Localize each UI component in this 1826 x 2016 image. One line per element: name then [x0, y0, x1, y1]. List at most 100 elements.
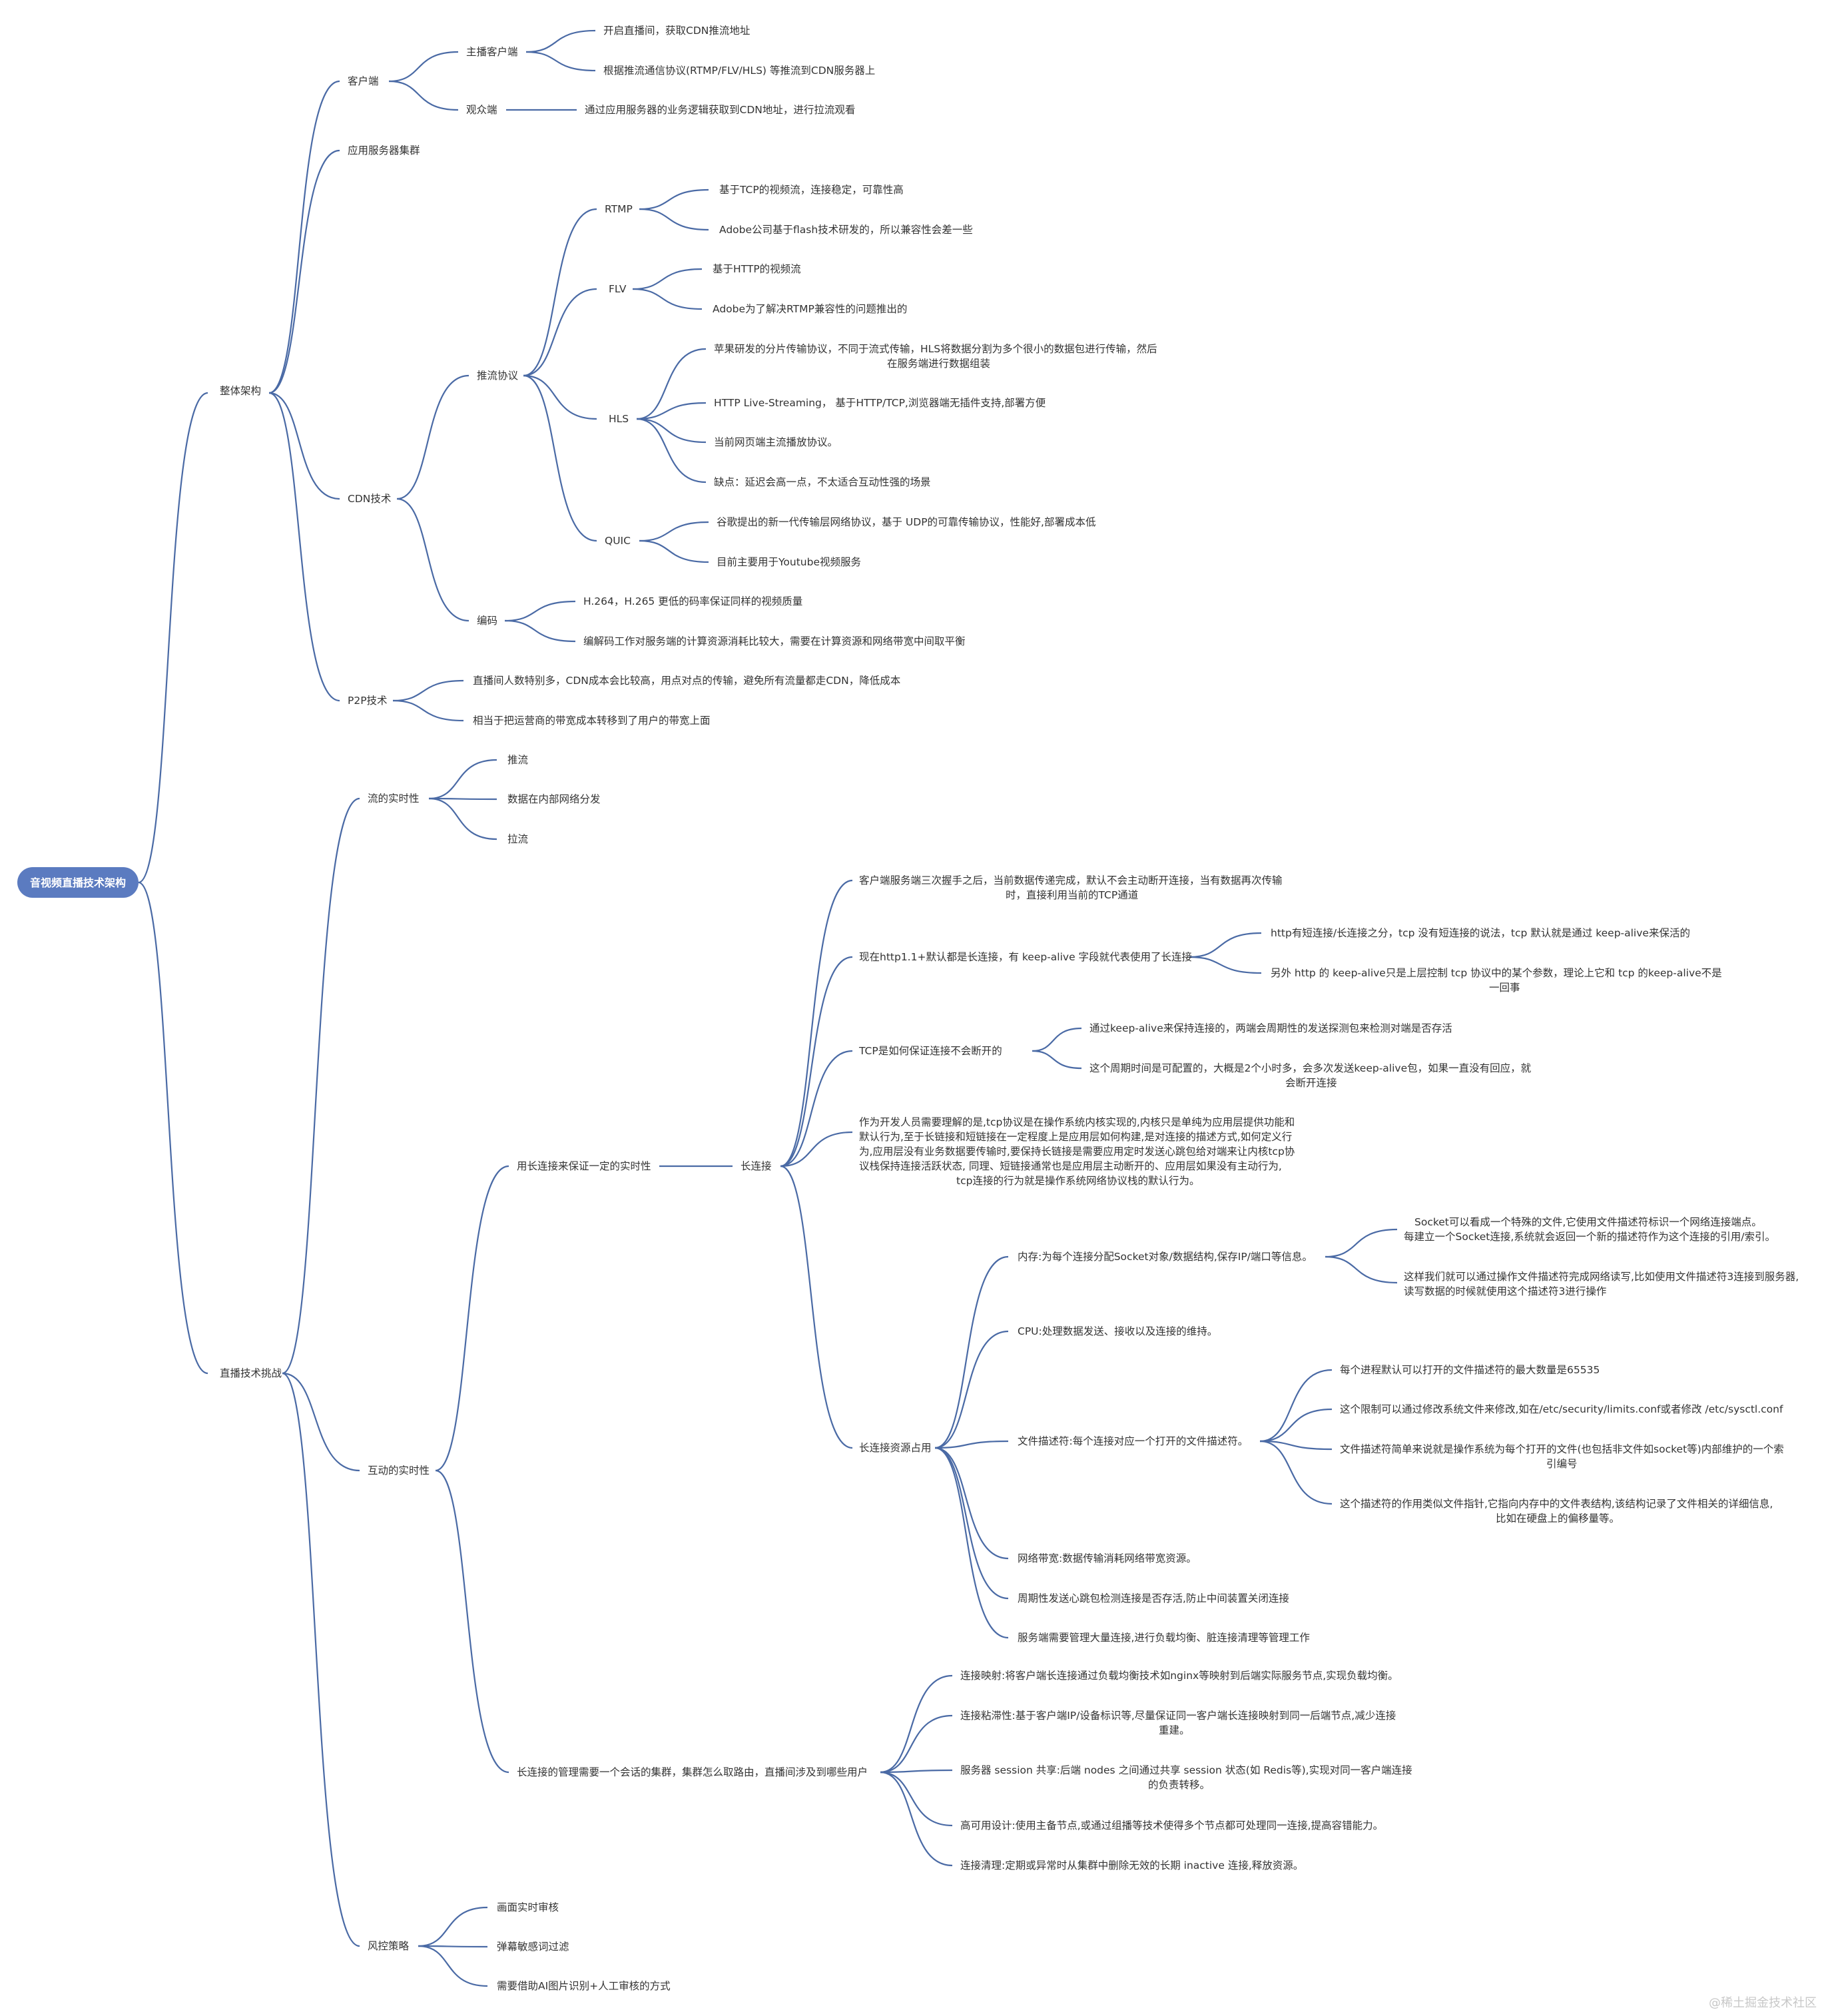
node-client[interactable]: 客户端 — [348, 75, 379, 87]
connector — [1259, 1408, 1333, 1443]
node-mgmt[interactable]: 长连接的管理需要一个会话的集群，集群怎么取路由，直播间涉及到哪些用户 — [517, 1766, 868, 1778]
node-viewer-1[interactable]: 通过应用服务器的业务逻辑获取到CDN地址，进行拉流观看 — [585, 103, 855, 116]
node-res-fd-3b[interactable]: 引编号 — [1546, 1458, 1578, 1470]
node-srt-1[interactable]: 推流 — [507, 754, 528, 766]
connector — [282, 1372, 360, 1472]
node-res-fd-3a[interactable]: 文件描述符简单来说就是操作系统为每个打开的文件(也包括非文件如socket等)内… — [1340, 1443, 1784, 1455]
node-srt-3[interactable]: 拉流 — [507, 833, 528, 845]
node-quic-2[interactable]: 目前主要用于Youtube视频服务 — [717, 556, 861, 568]
node-mgmt-3b[interactable]: 的负责转移。 — [1148, 1779, 1210, 1791]
node-rtmp-2[interactable]: Adobe公司基于flash技术研发的，所以兼容性会差一些 — [719, 224, 973, 236]
node-longconn[interactable]: 长连接 — [741, 1160, 772, 1172]
node-lc-3-1[interactable]: 通过keep-alive来保持连接的，两端会周期性的发送探测包来检测对端是否存活 — [1089, 1022, 1452, 1034]
connector — [435, 1165, 509, 1472]
node-anchor-1[interactable]: 开启直播间，获取CDN推流地址 — [603, 25, 750, 37]
node-risk-3[interactable]: 需要借助AI图片识别+人工审核的方式 — [497, 1980, 671, 1992]
node-viewer[interactable]: 观众端 — [466, 104, 497, 116]
node-codec-2[interactable]: 编解码工作对服务端的计算资源消耗比较大，需要在计算资源和网络带宽中间取平衡 — [583, 635, 966, 647]
node-p2p-2[interactable]: 相当于把运营商的带宽成本转移到了用户的带宽上面 — [473, 715, 711, 727]
node-codec-1[interactable]: H.264，H.265 更低的码率保证同样的视频质量 — [583, 595, 802, 607]
node-res-fd-2[interactable]: 这个限制可以通过修改系统文件来修改,如在/etc/security/limits… — [1340, 1403, 1783, 1415]
node-stream-rt[interactable]: 流的实时性 — [368, 793, 420, 805]
node-rtmp-1[interactable]: 基于TCP的视频流，连接稳定，可靠性高 — [719, 184, 904, 196]
node-res-fd-4b[interactable]: 比如在硬盘上的偏移量等。 — [1496, 1512, 1620, 1524]
node-res-mem-1a[interactable]: Socket可以看成一个特殊的文件,它使用文件描述符标识一个网络连接端点。 — [1414, 1216, 1762, 1228]
node-lc-1b[interactable]: 时，直接利用当前的TCP通道 — [1006, 889, 1138, 901]
node-lc-3-2a[interactable]: 这个周期时间是可配置的，大概是2个小时多，会多次发送keep-alive包，如果… — [1089, 1062, 1532, 1074]
node-risk[interactable]: 风控策略 — [368, 1940, 410, 1952]
node-hls-1a[interactable]: 苹果研发的分片传输协议，不同于流式传输，HLS将数据分割为多个很小的数据包进行传… — [714, 343, 1157, 355]
connector — [392, 699, 464, 722]
connector — [934, 1447, 1009, 1639]
node-codec[interactable]: 编码 — [477, 615, 497, 627]
node-hls-3[interactable]: 当前网页端主流播放协议。 — [714, 436, 838, 448]
node-res-mem[interactable]: 内存:为每个连接分配Socket对象/数据结构,保存IP/端口等信息。 — [1018, 1251, 1313, 1263]
node-lc-2-1[interactable]: http有短连接/长连接之分，tcp 没有短连接的说法，tcp 默认就是通过 k… — [1271, 927, 1690, 939]
root-node[interactable] — [17, 867, 139, 898]
node-res-bw[interactable]: 网络带宽:数据传输消耗网络带宽资源。 — [1018, 1552, 1197, 1564]
connector — [523, 288, 597, 377]
node-lc-1a[interactable]: 客户端服务端三次握手之后，当前数据传递完成，默认不会主动断开连接，当有数据再次传… — [859, 874, 1283, 886]
node-lc-3[interactable]: TCP是如何保证连接不会断开的 — [858, 1045, 1002, 1057]
node-lc-2[interactable]: 现在http1.1+默认都是长连接，有 keep-alive 字段就代表使用了长… — [859, 951, 1192, 963]
node-mgmt-2a[interactable]: 连接粘滞性:基于客户端IP/设备标识等,尽量保证同一客户端长连接映射到同一后端节… — [960, 1710, 1396, 1722]
connector — [639, 208, 709, 231]
node-risk-1[interactable]: 画面实时审核 — [497, 1901, 559, 1913]
node-res-fd-4a[interactable]: 这个描述符的作用类似文件指针,它指向内存中的文件表结构,该结构记录了文件相关的详… — [1340, 1498, 1773, 1510]
node-flv[interactable]: FLV — [609, 283, 627, 295]
node-lc-4a[interactable]: 作为开发人员需要理解的是,tcp协议是在操作系统内核实现的,内核只是单纯为应用层… — [859, 1116, 1295, 1128]
connector — [780, 1131, 853, 1168]
node-res-srv[interactable]: 服务端需要管理大量连接,进行负载均衡、脏连接清理等管理工作 — [1018, 1632, 1310, 1644]
connector — [636, 348, 707, 420]
node-inter-rt[interactable]: 互动的实时性 — [368, 1465, 430, 1477]
node-longconn-rt[interactable]: 用长连接来保证一定的实时性 — [517, 1160, 651, 1172]
node-res-hb[interactable]: 周期性发送心跳包检测连接是否存活,防止中间装置关闭连接 — [1018, 1592, 1289, 1604]
node-lc-2-2b[interactable]: 一回事 — [1489, 982, 1520, 994]
node-lc-4e[interactable]: tcp连接的行为就是操作系统网络协议栈的默认行为。 — [956, 1175, 1199, 1187]
node-p2p[interactable]: P2P技术 — [348, 695, 388, 707]
node-push[interactable]: 推流协议 — [477, 370, 519, 382]
node-lc-4b[interactable]: 默认行为,至于长链接和短链接在一定程度上是应用层如何构建,是对连接的描述方式,如… — [859, 1130, 1292, 1143]
node-p2p-1[interactable]: 直播间人数特别多，CDN成本会比较高，用点对点的传输，避免所有流量都走CDN，降… — [473, 675, 900, 687]
connector — [934, 1447, 1009, 1560]
node-srt-2[interactable]: 数据在内部网络分发 — [507, 793, 601, 805]
connector — [636, 418, 707, 484]
node-lc-4c[interactable]: 为,应用层没有业务数据要传输时,要保持长链接是需要应用定时发送心跳包给对端来让内… — [859, 1145, 1295, 1158]
node-mgmt-4[interactable]: 高可用设计:使用主备节点,或通过组播等技术使得多个节点都可处理同一连接,提高容错… — [960, 1820, 1383, 1832]
node-mgmt-2b[interactable]: 重建。 — [1159, 1724, 1190, 1736]
node-hls-4[interactable]: 缺点：延迟会高一点，不太适合互动性强的场景 — [714, 476, 931, 488]
node-res-fd[interactable]: 文件描述符:每个连接对应一个打开的文件描述符。 — [1018, 1435, 1248, 1447]
connector — [504, 619, 576, 643]
node-mgmt-5[interactable]: 连接清理:定期或异常时从集群中删除无效的长期 inactive 连接,释放资源。 — [960, 1859, 1303, 1871]
node-lc-2-2a[interactable]: 另外 http 的 keep-alive只是上层控制 tcp 协议中的某个参数，… — [1271, 967, 1722, 979]
node-mgmt-3a[interactable]: 服务器 session 共享:后端 nodes 之间通过共享 session 状… — [960, 1764, 1412, 1776]
node-lc-3-2b[interactable]: 会断开连接 — [1285, 1077, 1337, 1089]
node-res-cpu[interactable]: CPU:处理数据发送、接收以及连接的维持。 — [1018, 1325, 1217, 1337]
connector — [639, 188, 709, 210]
node-rtmp[interactable]: RTMP — [605, 203, 633, 215]
node-res-fd-1[interactable]: 每个进程默认可以打开的文件描述符的最大数量是65535 — [1340, 1364, 1600, 1376]
node-risk-2[interactable]: 弹幕敏感词过滤 — [497, 1941, 569, 1953]
node-flv-2[interactable]: Adobe为了解决RTMP兼容性的问题推出的 — [713, 303, 907, 315]
node-flv-1[interactable]: 基于HTTP的视频流 — [713, 263, 801, 275]
node-cdn[interactable]: CDN技术 — [348, 493, 391, 505]
node-anchor[interactable]: 主播客户端 — [466, 46, 518, 58]
node-challenge[interactable]: 直播技术挑战 — [220, 1367, 282, 1379]
node-arch[interactable]: 整体架构 — [220, 385, 261, 397]
node-lc-4d[interactable]: 议栈保持连接活跃状态, 同理、短链接通常也是应用层主动断开的、应用层如果没有主动… — [859, 1160, 1282, 1172]
node-hls-2[interactable]: HTTP Live-Streaming， 基于HTTP/TCP,浏览器端无插件支… — [714, 397, 1046, 409]
connector — [1259, 1440, 1333, 1451]
node-res-mem-2b[interactable]: 读写数据的时候就使用这个描述符3进行操作 — [1404, 1285, 1606, 1297]
node-mgmt-1[interactable]: 连接映射:将客户端长连接通过负载均衡技术如nginx等映射到后端实际服务节点,实… — [960, 1670, 1398, 1682]
node-res-mem-1b[interactable]: 每建立一个Socket连接,系统就会返回一个新的描述符作为这个连接的引用/索引。 — [1404, 1231, 1775, 1243]
node-res[interactable]: 长连接资源占用 — [859, 1442, 932, 1454]
connector — [1325, 1255, 1398, 1284]
node-hls-1b[interactable]: 在服务端进行数据组装 — [887, 358, 990, 370]
node-appsrv[interactable]: 应用服务器集群 — [348, 144, 420, 157]
node-hls[interactable]: HLS — [609, 413, 629, 425]
node-quic-1[interactable]: 谷歌提出的新一代传输层网络协议，基于 UDP的可靠传输协议，性能好,部署成本低 — [717, 516, 1095, 528]
node-quic[interactable]: QUIC — [605, 535, 631, 547]
node-anchor-2[interactable]: 根据推流通信协议(RTMP/FLV/HLS) 等推流到CDN服务器上 — [603, 65, 875, 77]
node-res-mem-2a[interactable]: 这样我们就可以通过操作文件描述符完成网络读写,比如使用文件描述符3连接到服务器, — [1404, 1271, 1799, 1283]
